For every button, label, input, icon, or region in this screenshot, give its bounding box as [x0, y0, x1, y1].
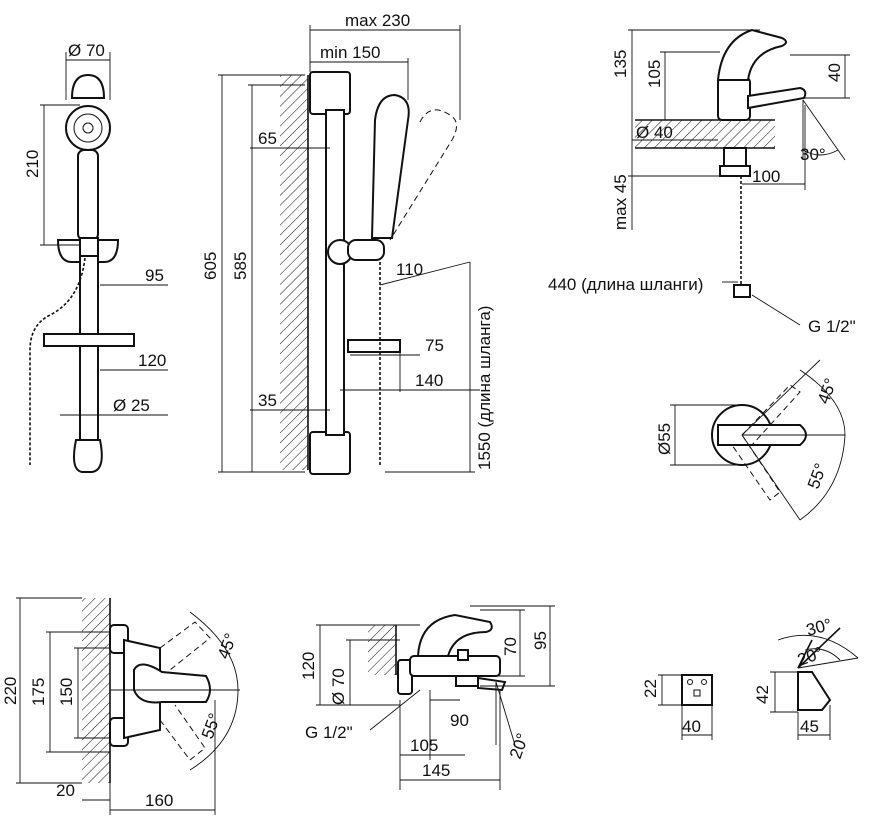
dim-label-rail-diameter: Ø 25 — [113, 396, 150, 415]
dim-label-bath-145: 145 — [422, 761, 450, 780]
shower-set-side-view — [218, 25, 480, 475]
dim-label-basin-spout-height: 105 — [645, 60, 664, 88]
dim-label-dish-width: 140 — [415, 371, 443, 390]
dim-label-wall-total: 220 — [1, 677, 20, 705]
dim-label-wall-angle-upper: 45° — [214, 631, 241, 662]
dim-label-max-reach: max 230 — [345, 11, 410, 30]
dim-label-top-angle-upper: 45° — [814, 376, 841, 407]
dim-label-bracket-45: 45 — [800, 717, 819, 736]
dim-label-bracket-width: 40 — [682, 717, 701, 736]
dim-label-bracket-42: 42 — [753, 685, 772, 704]
dim-label-hose-length: 1550 (длина шланга) — [475, 306, 494, 470]
dim-label-wall-angle-lower: 55° — [198, 711, 225, 742]
dim-label-basin-reach: 100 — [752, 167, 780, 186]
dim-label-basin-spout-drop: 40 — [825, 63, 844, 82]
bracket-side-view — [770, 627, 859, 740]
top-view-lever — [670, 359, 846, 521]
dim-label-basin-angle: 30° — [800, 145, 826, 164]
dim-label-rail-inner: 585 — [231, 252, 250, 280]
shower-set-front-view — [29, 52, 168, 473]
dim-label-rail-total: 605 — [201, 252, 220, 280]
dim-label-wall-175: 175 — [29, 678, 48, 706]
dim-label-soap-dish: 120 — [138, 351, 166, 370]
dim-label-basin-max-thickness: max 45 — [611, 174, 630, 230]
dim-label-wall-depth: 160 — [145, 791, 173, 810]
bracket-front-view — [658, 674, 713, 740]
dim-label-bath-thread: G 1/2" — [305, 723, 353, 742]
dim-label-bracket-angle-30: 30° — [804, 615, 834, 640]
dim-label-bath-angle: 20° — [506, 731, 533, 762]
dim-label-min-reach: min 150 — [320, 43, 380, 62]
dim-label-head-diameter: Ø 70 — [68, 41, 105, 60]
dim-label-bath-90: 90 — [450, 711, 469, 730]
dim-label-bath-95: 95 — [531, 631, 550, 650]
dim-label-basin-height: 135 — [611, 50, 630, 78]
dim-label-bath-diameter: Ø 70 — [329, 668, 348, 705]
dim-label-bath-70: 70 — [501, 637, 520, 656]
dim-label-wall-offset: 20 — [56, 781, 75, 800]
wall-mixer-front-view — [16, 597, 240, 815]
dim-label-wall-150: 150 — [57, 678, 76, 706]
dim-label-holder-arm: 110 — [396, 260, 423, 279]
dim-label-bracket-height: 22 — [641, 679, 660, 698]
dim-label-rail-wall-offset: 65 — [258, 129, 277, 148]
dim-label-dish-depth: 75 — [425, 336, 444, 355]
dim-label-holder-offset: 95 — [145, 266, 164, 285]
dim-label-basin-thread: G 1/2" — [808, 317, 856, 336]
dim-label-head-height: 210 — [23, 150, 42, 178]
bath-mixer-side-view — [316, 605, 555, 790]
dimension-labels: Ø 70 210 95 120 Ø 25 max 230 min 150 65 605 585 11… — [1, 11, 856, 810]
dim-label-basin-hole: Ø 40 — [636, 123, 673, 142]
dim-label-bottom-offset: 35 — [258, 391, 277, 410]
dim-label-top-angle-lower: 55° — [804, 461, 831, 492]
dim-label-top-diameter: Ø55 — [655, 423, 674, 455]
dim-label-bath-height: 120 — [299, 652, 318, 680]
basin-mixer-view — [628, 28, 850, 326]
dim-label-basin-hose: 440 (длина шланги) — [548, 275, 703, 294]
dim-label-bath-105: 105 — [410, 736, 438, 755]
